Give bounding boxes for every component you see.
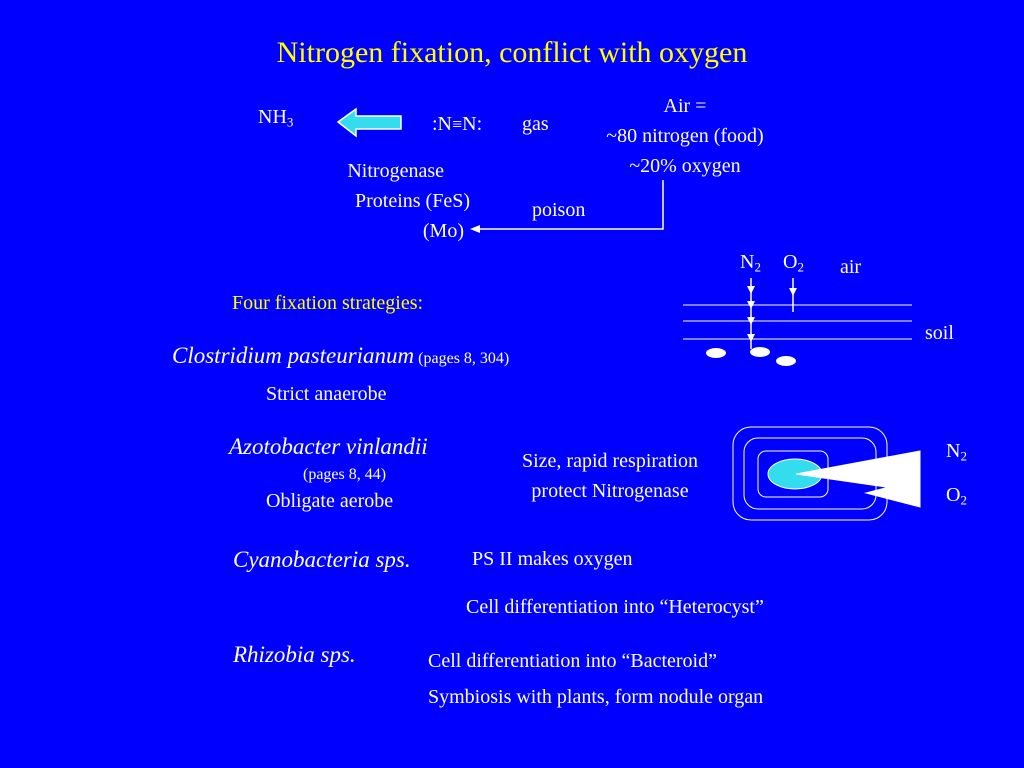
nitrogenase-line: Proteins (FeS) [355, 190, 470, 212]
organism-name: Azotobacter vinlandii [229, 434, 428, 459]
soil-n2-label: N2 [740, 251, 761, 275]
organism-name: Rhizobia sps. [233, 642, 356, 667]
nitrogenase-label: Nitrogenase Proteins (FeS) (Mo) [280, 156, 470, 246]
ammonia-label: NH3 [258, 106, 294, 130]
nitrogenase-line: (Mo) [422, 220, 464, 242]
cyanobacteria-note: PS II makes oxygen [472, 548, 633, 570]
page-reference: (pages 8, 304) [418, 350, 510, 367]
soil-bacterium-icon [706, 348, 726, 358]
air-line: ~20% oxygen [629, 155, 741, 177]
cell-o2-label: O2 [946, 484, 967, 508]
air-composition: Air = ~80 nitrogen (food) ~20% oxygen [560, 91, 810, 181]
n2-down-arrow-icon [747, 278, 755, 349]
dinitrogen-formula: :N≡N: [432, 113, 483, 135]
clostridium-entry: Clostridium pasteurianum (pages 8, 304) [172, 343, 509, 369]
heterocyst-note: Cell differentiation into “Heterocyst” [466, 596, 764, 618]
bacteroid-note: Cell differentiation into “Bacteroid” [428, 650, 717, 672]
soil-bacterium-icon [776, 356, 796, 366]
air-label: air [840, 256, 862, 278]
soil-o2-label: O2 [783, 251, 804, 275]
symbiosis-note: Symbiosis with plants, form nodule organ [428, 686, 764, 708]
azotobacter-description: Obligate aerobe [266, 490, 394, 512]
note-line: protect Nitrogenase [531, 480, 689, 502]
organism-name: Cyanobacteria sps. [233, 547, 411, 572]
poison-label: poison [532, 199, 586, 221]
soil-label: soil [925, 322, 954, 344]
n2-wedge-icon [795, 450, 921, 493]
clostridium-description: Strict anaerobe [266, 383, 387, 405]
page-reference: (pages 8, 44) [303, 466, 387, 483]
nitrogenase-line: Nitrogenase [347, 160, 444, 182]
air-line: ~80 nitrogen (food) [606, 125, 764, 147]
note-line: Size, rapid respiration [521, 450, 699, 472]
reaction-arrow-icon [336, 107, 402, 138]
soil-bacterium-icon [750, 347, 770, 357]
o2-down-arrow-icon [789, 278, 797, 312]
cell-n2-label: N2 [946, 440, 967, 464]
slide-title: Nitrogen fixation, conflict with oxygen [276, 36, 748, 69]
poison-arrowhead-icon [470, 225, 480, 233]
respiration-note: Size, rapid respiration protect Nitrogen… [490, 446, 730, 506]
poison-connector-line [478, 180, 664, 230]
air-line: Air = [663, 95, 707, 117]
o2-wedge-icon [864, 478, 921, 508]
strategies-heading: Four fixation strategies: [232, 292, 424, 314]
organism-name: Clostridium pasteurianum [172, 343, 415, 368]
gas-label: gas [522, 113, 549, 135]
